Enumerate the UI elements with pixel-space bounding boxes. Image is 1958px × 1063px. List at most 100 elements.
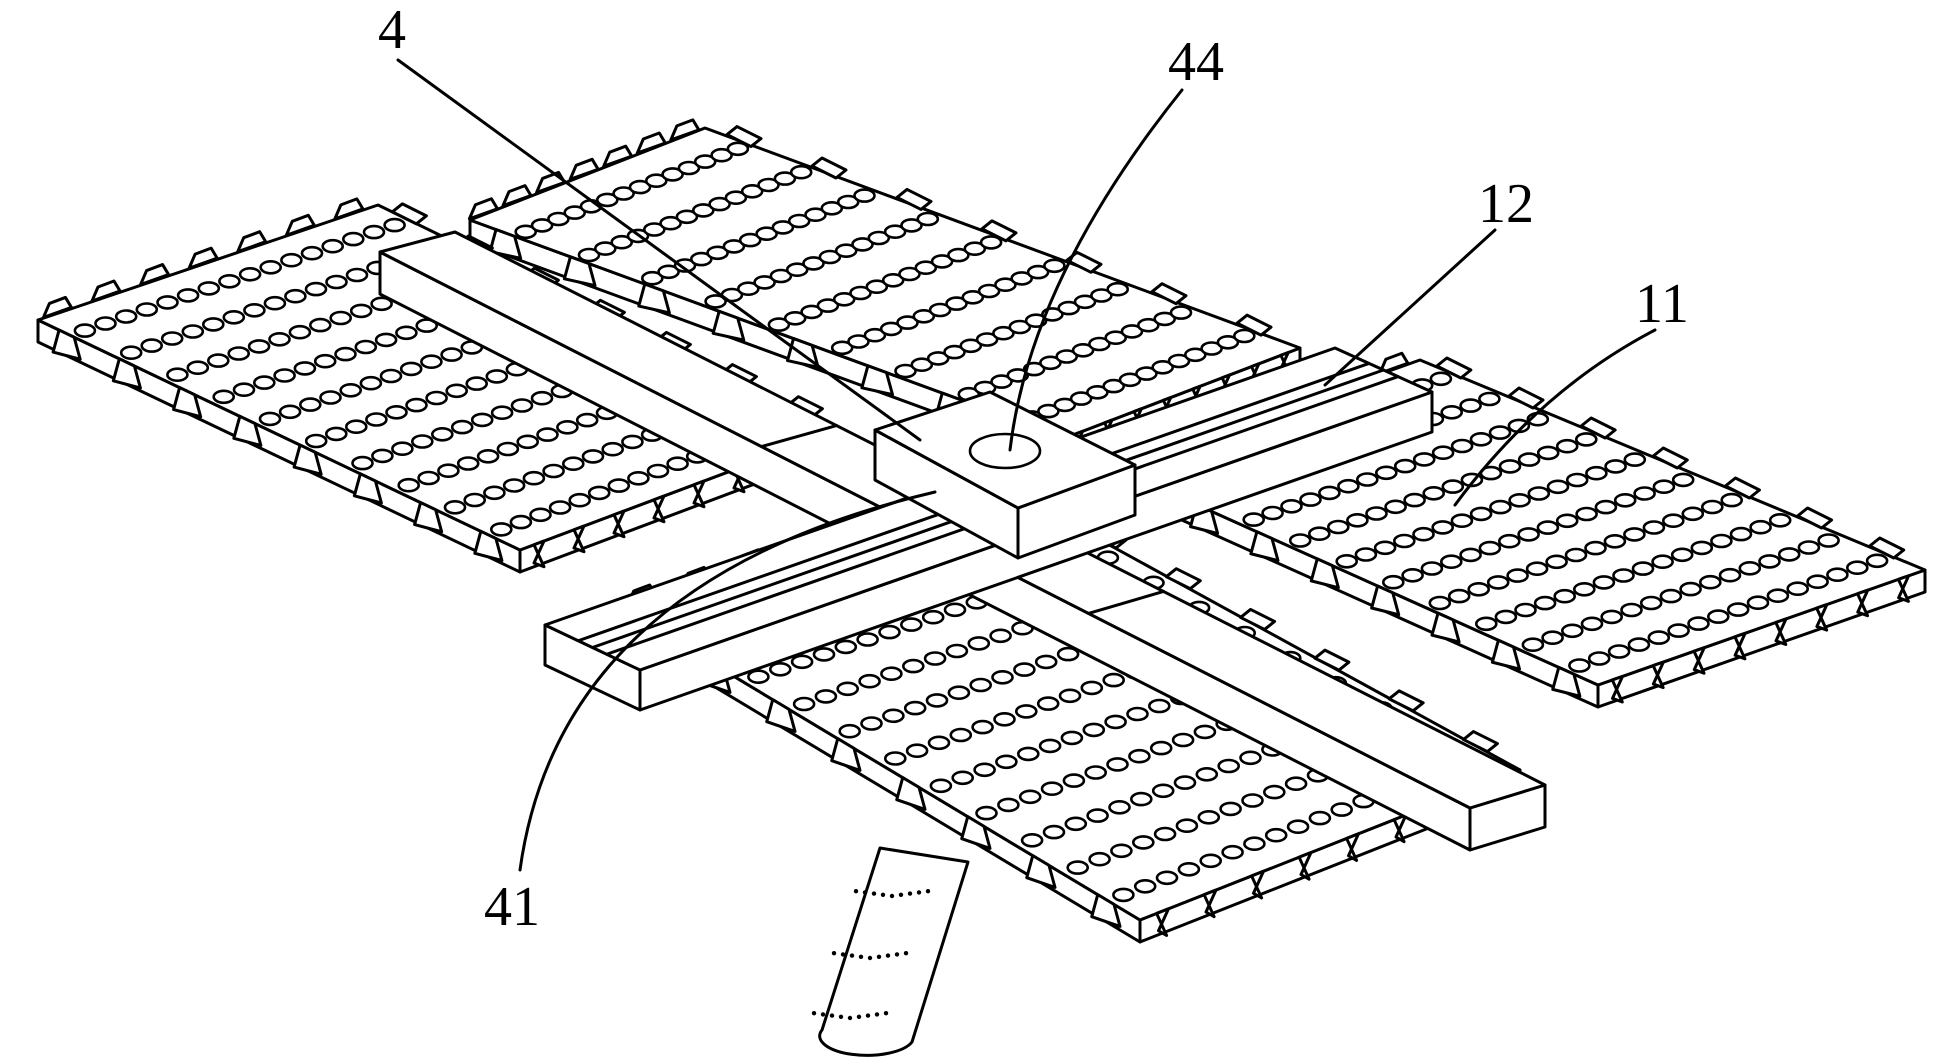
perforation-hole [450, 419, 474, 435]
dovetail-tab [1815, 603, 1829, 632]
perforation-hole [1169, 305, 1193, 320]
perforation-hole [1603, 533, 1627, 549]
perforation-hole [1450, 438, 1474, 454]
dovetail-notch [467, 197, 499, 221]
perforation-hole [587, 485, 611, 501]
perforation-hole [530, 390, 554, 406]
perforation-hole [561, 456, 585, 472]
perforation-hole [646, 463, 670, 479]
perforation-hole [947, 685, 971, 701]
perforation-hole [1766, 588, 1790, 604]
pipe-dot [840, 952, 846, 957]
pipe-body [811, 846, 970, 1057]
perforation-hole [1057, 300, 1080, 316]
perforation-hole [1118, 372, 1142, 388]
perforation-hole [736, 281, 760, 297]
perforation-hole [383, 217, 406, 233]
perforation-hole [385, 404, 408, 420]
perforation-hole [1132, 835, 1155, 850]
perforation-hole [1707, 609, 1730, 624]
perforation-hole [1393, 458, 1417, 474]
perforation-hole [437, 463, 460, 479]
perforation-hole [1600, 609, 1623, 625]
perforation-hole [689, 251, 713, 267]
perforation-hole [883, 224, 907, 239]
perforation-hole [135, 302, 159, 317]
perforation-hole [443, 499, 467, 515]
dovetail-tab [1733, 631, 1747, 661]
perforation-hole [445, 383, 469, 399]
perforation-hole [176, 288, 200, 303]
perforation-hole [370, 296, 393, 312]
perforation-hole [1233, 328, 1256, 344]
perforation-hole [1726, 602, 1750, 617]
perforation-hole [930, 254, 954, 269]
perforation-hole [1758, 554, 1781, 569]
perforation-hole [1217, 758, 1240, 774]
perforation-hole [1478, 540, 1502, 556]
perforation-hole [1241, 793, 1264, 808]
perforation-hole [1354, 547, 1378, 562]
dovetail-tab [637, 282, 671, 315]
perforation-hole [1128, 748, 1151, 764]
perforation-hole [993, 711, 1016, 727]
perforation-hole [1104, 714, 1127, 730]
perforation-hole [773, 171, 797, 186]
perforation-hole [1459, 398, 1482, 413]
perforation-hole [1420, 561, 1444, 576]
perforation-hole [1086, 384, 1109, 400]
perforation-hole [627, 470, 650, 486]
perforation-hole [863, 327, 887, 343]
perforation-hole [349, 303, 373, 319]
perforation-hole [673, 258, 697, 273]
dovetail-tab [1249, 530, 1280, 563]
perforation-hole [1573, 581, 1596, 597]
perforation-hole [693, 154, 717, 169]
dovetail-tab [111, 357, 142, 390]
perforation-hole [1536, 445, 1560, 461]
pipe-dot [876, 954, 882, 959]
perforation-hole [1120, 324, 1144, 339]
perforation-hole [899, 617, 923, 632]
perforation-hole [1652, 479, 1676, 495]
perforation-hole [1412, 452, 1436, 467]
perforation-hole [278, 404, 302, 420]
dovetail-notch [810, 156, 848, 180]
perforation-hole [894, 363, 917, 379]
leader-lines [396, 58, 1657, 872]
perforation-hole [989, 628, 1012, 644]
perforation-hole [371, 448, 394, 464]
perforation-hole [166, 367, 189, 383]
perforation-hole [1153, 311, 1176, 327]
perforation-hole [1221, 844, 1244, 860]
perforation-hole [304, 433, 328, 449]
perforation-hole [921, 609, 945, 625]
perforation-hole [771, 220, 795, 235]
dovetail-notch [236, 230, 268, 254]
perforation-hole [1690, 540, 1714, 556]
dovetail-tab [1651, 660, 1665, 690]
perforation-hole [1038, 738, 1062, 754]
dovetail-notch [187, 246, 219, 270]
perforation-hole [280, 252, 303, 268]
perforation-hole [324, 426, 348, 442]
perforation-hole [1720, 492, 1743, 508]
perforation-hole [755, 226, 778, 241]
perforation-hole [1817, 533, 1840, 548]
perforation-hole [1440, 404, 1463, 420]
perforation-hole [1486, 575, 1510, 590]
perforation-hole [483, 485, 506, 501]
perforation-hole [1786, 581, 1809, 597]
perforation-hole [1517, 452, 1541, 467]
perforation-hole [529, 507, 552, 523]
perforation-hole [1135, 366, 1158, 381]
pipe-dot [889, 893, 895, 899]
perforation-hole [548, 500, 572, 515]
perforation-hole [747, 669, 770, 685]
perforation-hole [1148, 698, 1171, 714]
perforation-hole [832, 291, 856, 307]
perforation-hole [657, 264, 680, 280]
perforation-hole [1308, 810, 1332, 826]
perforation-hole [1594, 499, 1618, 515]
